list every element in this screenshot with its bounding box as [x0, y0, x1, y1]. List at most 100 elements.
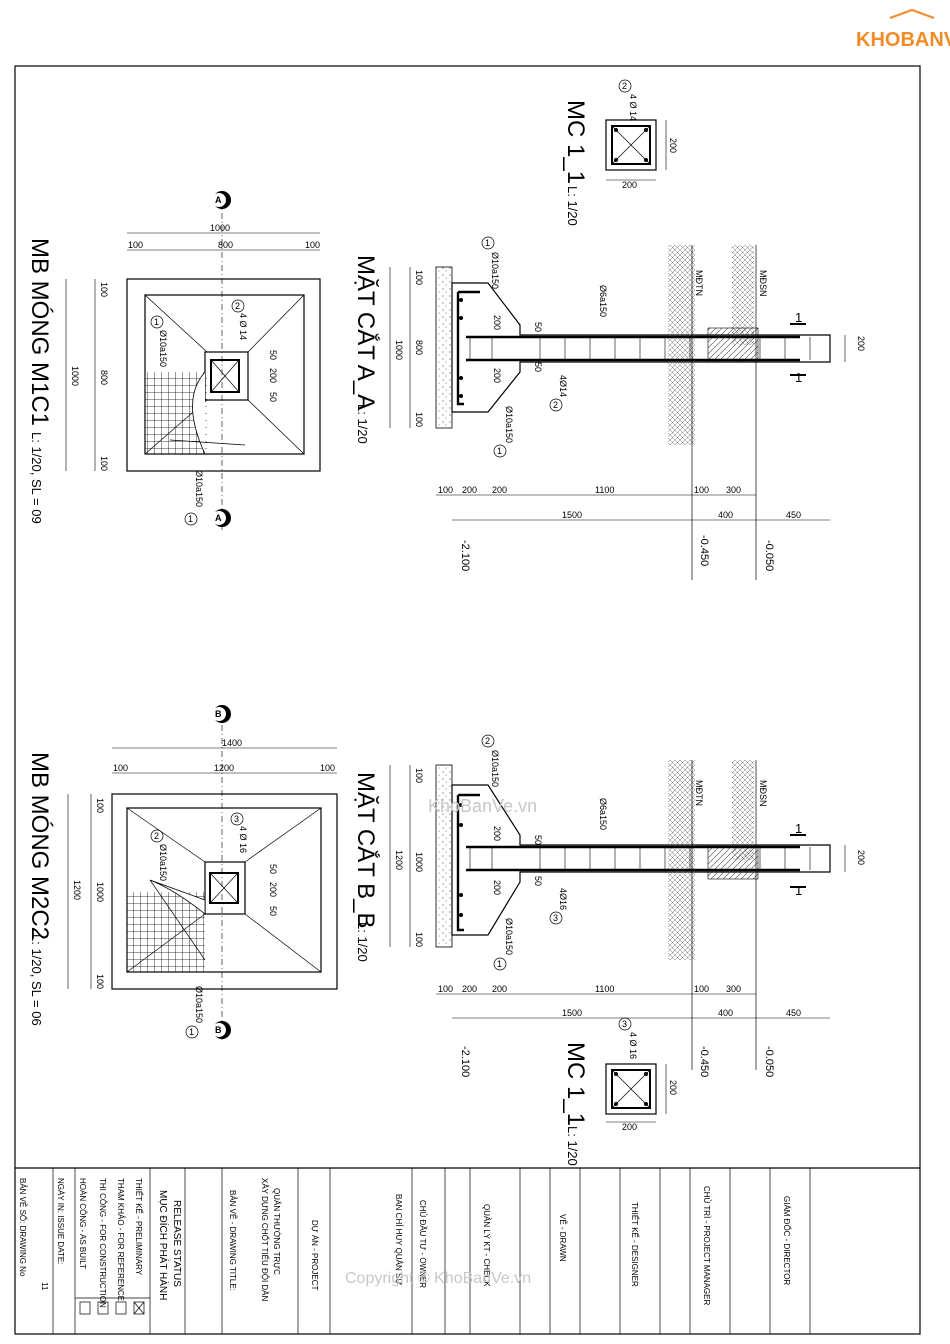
svg-text:1: 1 [795, 821, 802, 836]
svg-text:4 Ø 14: 4 Ø 14 [628, 94, 638, 121]
svg-text:1: 1 [795, 883, 802, 898]
svg-text:A: A [215, 195, 222, 205]
svg-text:100: 100 [438, 984, 453, 994]
svg-text:L: 1/20: L: 1/20 [565, 186, 580, 226]
svg-text:450: 450 [786, 510, 801, 520]
title-block: BẢN VẼ SỐ: DRAWING No 11 NGÀY IN: ISSUE … [15, 1167, 920, 1334]
svg-text:L: 1/20: L: 1/20 [355, 922, 370, 962]
svg-text:50: 50 [268, 350, 278, 360]
secA-wall [707, 327, 759, 363]
svg-text:100: 100 [694, 984, 709, 994]
svg-text:2: 2 [154, 831, 159, 841]
svg-text:1200: 1200 [214, 763, 234, 773]
svg-text:200: 200 [462, 485, 477, 495]
svg-text:THIẾT KẾ - PRELIMINARY: THIẾT KẾ - PRELIMINARY [134, 1178, 144, 1276]
svg-text:BAN CHỈ HUY QUÂN SỰ: BAN CHỈ HUY QUÂN SỰ [394, 1194, 403, 1285]
watermark-bottom: Copyright © KhoBanVe.vn [345, 1270, 531, 1287]
svg-text:3: 3 [234, 814, 239, 824]
svg-text:L: 1/20: L: 1/20 [565, 1126, 580, 1166]
svg-text:Ø6a150: Ø6a150 [598, 798, 608, 830]
svg-text:50: 50 [533, 876, 543, 886]
svg-text:100: 100 [99, 456, 109, 471]
plan-m1c1: MB MÓNG M1C1 L: 1/20, SL = 09 1000 100 8… [26, 191, 321, 530]
svg-text:200: 200 [856, 336, 866, 351]
logo-text: KHOBANVE [856, 29, 950, 51]
plan1-column [210, 359, 240, 393]
svg-text:-0.050: -0.050 [763, 540, 775, 571]
svg-text:100: 100 [414, 270, 424, 285]
secA-dims-bottom: 100 200 200 1100 100 300 1500 400 450 [438, 485, 801, 520]
secA-soil [668, 245, 695, 445]
svg-text:100: 100 [694, 485, 709, 495]
svg-text:200: 200 [492, 315, 502, 330]
plan2-scale: L: 1/20, SL = 06 [29, 934, 44, 1026]
svg-text:1: 1 [154, 317, 159, 327]
svg-text:2: 2 [553, 400, 558, 410]
svg-text:1200: 1200 [72, 880, 82, 900]
svg-text:1100: 1100 [595, 485, 614, 495]
plan1-title: MB MÓNG M1C1 [26, 238, 53, 426]
svg-text:1000: 1000 [394, 340, 404, 360]
svg-text:1000: 1000 [95, 882, 105, 902]
svg-text:XÂY DỰNG CHỐT TIỂU ĐỘI DÂN: XÂY DỰNG CHỐT TIỂU ĐỘI DÂN [260, 1178, 270, 1302]
svg-text:200: 200 [492, 826, 502, 841]
svg-text:BẢN VẼ - DRAWING TITLE:: BẢN VẼ - DRAWING TITLE: [228, 1190, 237, 1291]
svg-text:1200: 1200 [394, 850, 404, 870]
svg-text:1: 1 [497, 959, 502, 969]
svg-text:1: 1 [485, 238, 490, 248]
svg-text:200: 200 [668, 138, 678, 153]
svg-text:-0.450: -0.450 [698, 1046, 710, 1077]
svg-text:300: 300 [726, 485, 741, 495]
svg-text:1500: 1500 [562, 510, 582, 520]
svg-text:100: 100 [305, 240, 320, 250]
svg-text:50: 50 [533, 322, 543, 332]
svg-text:MĐTN: MĐTN [694, 780, 704, 806]
svg-text:4Ø16: 4Ø16 [558, 888, 568, 910]
svg-text:400: 400 [718, 1008, 733, 1018]
svg-text:2: 2 [485, 736, 490, 746]
section-b-b: MẶT CẮT B_B L: 1/20 MĐTN MĐSN 1 1 200 12… [352, 734, 866, 1077]
svg-text:200: 200 [462, 984, 477, 994]
svg-text:200: 200 [492, 368, 502, 383]
svg-text:BẢN VẼ SỐ: DRAWING No: BẢN VẼ SỐ: DRAWING No [18, 1178, 28, 1277]
svg-text:CHỦ TRÌ - PROJECT MANAGER: CHỦ TRÌ - PROJECT MANAGER [702, 1186, 711, 1305]
svg-text:B: B [215, 1025, 222, 1035]
secA-stirrups [469, 337, 811, 360]
svg-text:Ø10a150: Ø10a150 [158, 330, 168, 367]
svg-text:THI CÔNG - FOR CONSTRUCTION: THI CÔNG - FOR CONSTRUCTION [98, 1178, 107, 1308]
svg-text:Ø10a150: Ø10a150 [504, 406, 514, 443]
svg-text:200: 200 [492, 984, 507, 994]
sheet-border [14, 65, 921, 1335]
secB-title: MẶT CẮT B_B [352, 772, 380, 929]
svg-text:50: 50 [268, 864, 278, 874]
svg-text:NGÀY IN: ISSUE DATE:: NGÀY IN: ISSUE DATE: [56, 1178, 65, 1264]
svg-text:100: 100 [95, 974, 105, 989]
svg-text:-2.100: -2.100 [459, 540, 471, 571]
svg-text:-0.450: -0.450 [698, 535, 710, 566]
svg-text:1500: 1500 [562, 1008, 582, 1018]
svg-text:Ø6a150: Ø6a150 [598, 285, 608, 317]
svg-text:450: 450 [786, 1008, 801, 1018]
logo: KHOBANVE [856, 8, 950, 51]
svg-text:Ø10a150: Ø10a150 [158, 844, 168, 881]
svg-text:B: B [215, 709, 222, 719]
section-a-a: MẶT CẮT A_A L: 1/20 MĐTN MĐSN 1 1 200 [352, 236, 866, 580]
svg-text:Ø10a150: Ø10a150 [504, 918, 514, 955]
svg-text:300: 300 [726, 984, 741, 994]
svg-text:50: 50 [533, 362, 543, 372]
svg-text:GIÁM ĐỐC - DIRECTOR: GIÁM ĐỐC - DIRECTOR [782, 1196, 792, 1285]
svg-text:RELEASE STATUS: RELEASE STATUS [171, 1200, 182, 1287]
svg-text:11: 11 [40, 1282, 49, 1291]
svg-text:MC 1_1: MC 1_1 [562, 1042, 589, 1126]
svg-text:50: 50 [268, 392, 278, 402]
svg-text:4 Ø 14: 4 Ø 14 [238, 313, 248, 340]
svg-text:200: 200 [268, 882, 278, 897]
svg-text:THAM KHẢO - FOR REFERENCE: THAM KHẢO - FOR REFERENCE [116, 1178, 125, 1301]
svg-text:4 Ø 16: 4 Ø 16 [238, 826, 248, 853]
svg-text:VẼ - DRAWN: VẼ - DRAWN [558, 1214, 567, 1262]
svg-text:50: 50 [268, 906, 278, 916]
svg-text:800: 800 [218, 240, 233, 250]
svg-text:3: 3 [622, 1019, 627, 1029]
svg-text:1: 1 [795, 370, 802, 385]
